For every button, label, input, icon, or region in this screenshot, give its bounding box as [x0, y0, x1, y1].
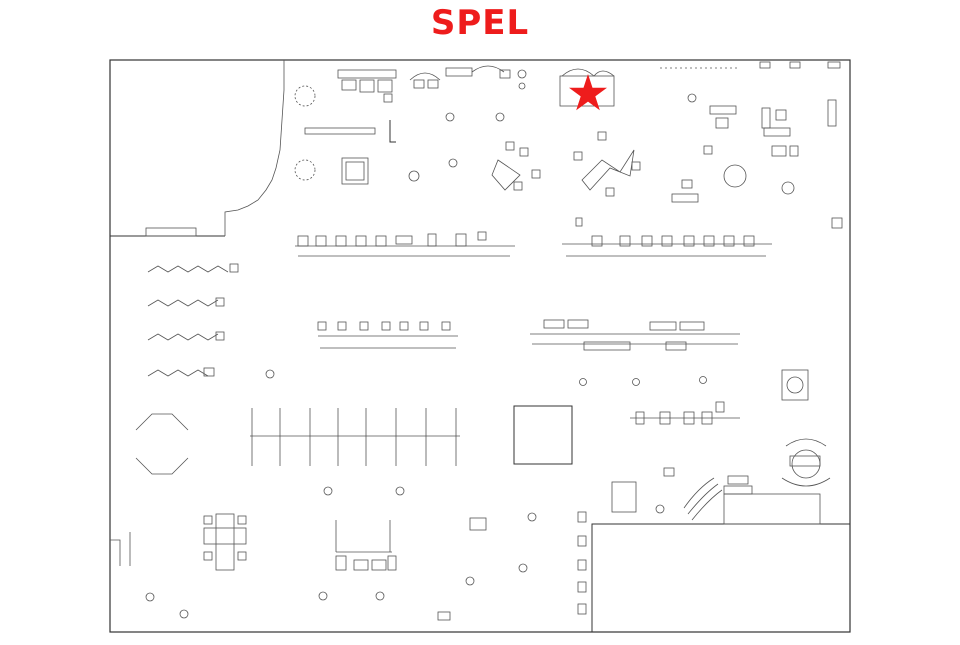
circular-seating — [781, 438, 831, 487]
fence-lines — [250, 408, 460, 466]
counter-small — [611, 481, 637, 513]
arch-entrance — [559, 68, 615, 107]
sofa-left — [341, 157, 369, 185]
room-bottom-right — [591, 523, 850, 632]
shelf-row-top — [304, 127, 376, 135]
sofa-cluster-top — [337, 65, 527, 103]
corner-wall — [389, 120, 396, 143]
central-square — [513, 405, 573, 465]
zigzag-racks — [147, 263, 239, 377]
arc-seating — [663, 467, 723, 521]
star-icon — [569, 74, 607, 111]
diamond-frames — [135, 413, 189, 475]
stage — [723, 475, 821, 525]
bench-left — [145, 227, 197, 237]
doors-left — [110, 532, 131, 566]
shelf-row-1-left — [295, 231, 515, 257]
shelf-row-2-right — [530, 319, 740, 351]
round-tables-top-left — [294, 85, 316, 181]
game-seating-cluster — [408, 141, 541, 191]
cross-table — [203, 513, 247, 571]
bottom-display — [335, 520, 397, 571]
diagonal-wall — [224, 60, 285, 236]
table-group-right — [630, 401, 740, 425]
square-table-right — [781, 369, 809, 401]
column-chairs — [577, 511, 587, 615]
right-top-furniture — [660, 61, 843, 229]
small-desks — [437, 517, 487, 621]
shelf-row-1-right — [562, 217, 772, 257]
map-title: SPEL — [430, 3, 530, 43]
bowtie-display — [573, 131, 641, 197]
chair-groups — [145, 93, 697, 619]
shelf-row-2-left — [317, 321, 458, 349]
floor-boundary — [109, 59, 851, 633]
round-markers — [579, 376, 707, 386]
